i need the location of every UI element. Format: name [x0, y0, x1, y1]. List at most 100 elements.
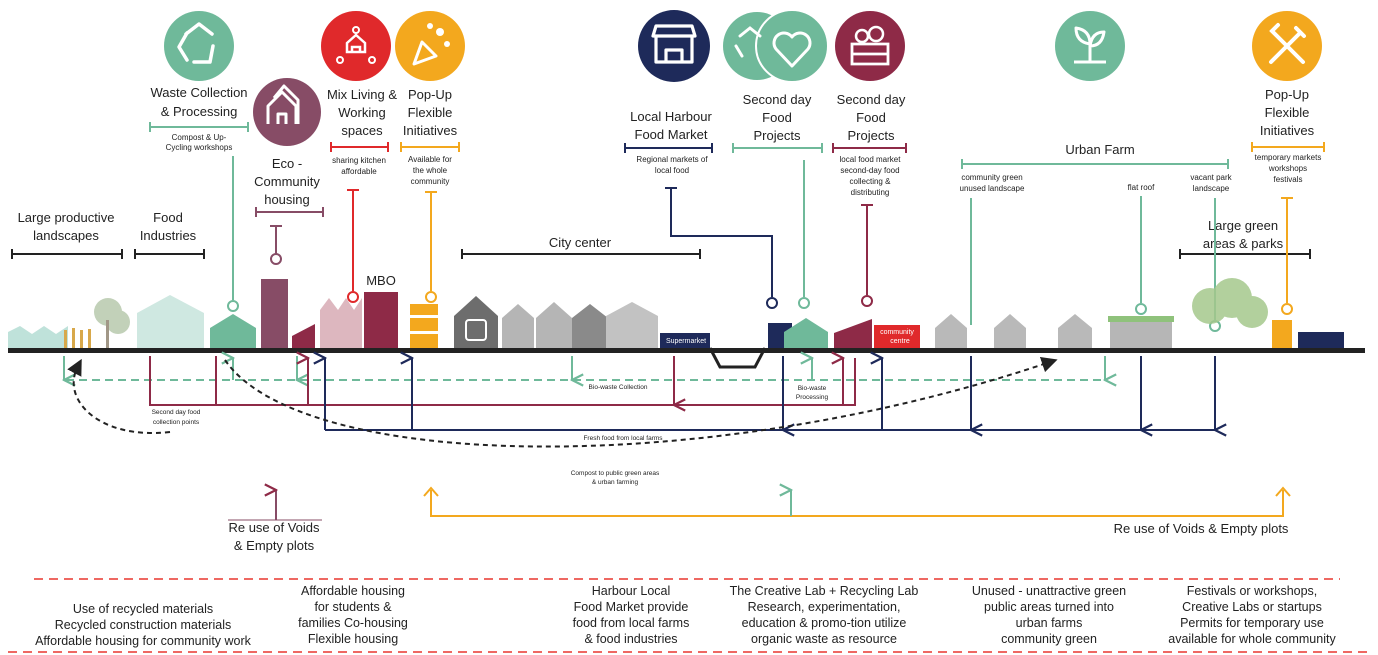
- svg-text:Affordable housing: Affordable housing: [301, 584, 405, 598]
- svg-text:for students &: for students &: [314, 600, 392, 614]
- svg-text:Regional markets of: Regional markets of: [636, 155, 708, 164]
- svg-text:food from local farms: food from local farms: [573, 616, 690, 630]
- svg-text:Creative Labs or startups: Creative Labs or startups: [1182, 600, 1322, 614]
- svg-text:Community: Community: [254, 174, 320, 189]
- house-network-icon: [321, 11, 391, 81]
- ground-line: [8, 348, 1365, 353]
- svg-text:public areas turned into: public areas turned into: [984, 600, 1114, 614]
- tools-icon: [1252, 11, 1322, 81]
- svg-text:Second day food: Second day food: [152, 409, 201, 416]
- community-centre-label: community: [880, 329, 914, 336]
- label-second-day-a: Second day Food Projects: [743, 92, 812, 143]
- flow-labels: Second day food collection points Bio-wa…: [152, 384, 829, 486]
- svg-text:Large green: Large green: [1208, 218, 1278, 233]
- svg-text:Eco -: Eco -: [272, 156, 302, 171]
- label-popup-right-sub: temporary markets workshops festivals: [1255, 153, 1322, 184]
- svg-text:collection points: collection points: [153, 419, 200, 426]
- svg-text:Festivals or workshops,: Festivals or workshops,: [1187, 584, 1318, 598]
- svg-text:unused landscape: unused landscape: [960, 184, 1025, 193]
- sprout-icon: [1055, 11, 1125, 81]
- label-food-industries: Food Industries: [140, 210, 197, 243]
- party-popper-icon: [395, 11, 465, 81]
- svg-text:education & promo-tion utilize: education & promo-tion utilize: [742, 616, 907, 630]
- svg-text:Flexible housing: Flexible housing: [308, 632, 398, 646]
- label-mix: Mix Living & Working spaces: [327, 87, 397, 138]
- svg-text:community: community: [411, 177, 450, 186]
- label-mix-sub: sharing kitchen affordable: [332, 156, 386, 176]
- label-uf-vacant: vacant park landscape: [1190, 173, 1232, 193]
- label-popup: Pop-Up Flexible Initiatives: [403, 87, 458, 138]
- leader-lines: [227, 156, 1293, 332]
- svg-text:Processing: Processing: [796, 394, 829, 401]
- svg-text:Projects: Projects: [848, 128, 895, 143]
- svg-text:Working: Working: [338, 105, 385, 120]
- svg-text:local food: local food: [655, 166, 689, 175]
- svg-text:& Processing: & Processing: [161, 104, 238, 119]
- house-icon: [253, 78, 321, 146]
- svg-text:landscapes: landscapes: [33, 228, 99, 243]
- svg-text:vacant park: vacant park: [1190, 173, 1232, 182]
- svg-text:Compost & Up-: Compost & Up-: [172, 133, 227, 142]
- svg-text:Pop-Up: Pop-Up: [408, 87, 452, 102]
- svg-text:distributing: distributing: [851, 188, 890, 197]
- svg-text:Flexible: Flexible: [1265, 105, 1310, 120]
- svg-text:Unused - unattractive green: Unused - unattractive green: [972, 584, 1126, 598]
- label-popup-sub: Available for the whole community: [408, 155, 452, 186]
- svg-text:festivals: festivals: [1274, 175, 1303, 184]
- svg-text:collecting &: collecting &: [850, 177, 892, 186]
- label-mbo: MBO: [366, 273, 396, 288]
- svg-text:Initiatives: Initiatives: [1260, 123, 1315, 138]
- svg-text:Mix Living &: Mix Living &: [327, 87, 397, 102]
- label-large-productive: Large productive landscapes: [18, 210, 115, 243]
- svg-text:Compost to public green areas: Compost to public green areas: [571, 470, 660, 477]
- svg-text:Second day: Second day: [743, 92, 812, 107]
- svg-text:Bio-waste: Bio-waste: [798, 385, 827, 392]
- svg-text:areas & parks: areas & parks: [1203, 236, 1284, 251]
- skyline: Supermarket community centre: [8, 278, 1344, 369]
- reuse-left-label: Re use of Voids & Empty plots: [228, 520, 320, 553]
- label-large-green: Large green areas & parks: [1203, 218, 1284, 251]
- svg-text:Harbour Local: Harbour Local: [592, 584, 671, 598]
- svg-text:Food: Food: [762, 110, 792, 125]
- svg-text:Second day: Second day: [837, 92, 906, 107]
- reuse-right-label: Re use of Voids & Empty plots: [1114, 521, 1289, 536]
- label-second-day-b-sub: local food market second-day food collec…: [840, 155, 902, 197]
- label-eco: Eco - Community housing: [254, 156, 320, 207]
- svg-text:available for whole community: available for whole community: [1168, 632, 1336, 646]
- recycle-heart-icon: [723, 9, 829, 83]
- vegetable-crate-icon: [835, 11, 905, 81]
- svg-text:Pop-Up: Pop-Up: [1265, 87, 1309, 102]
- svg-text:Recycled construction material: Recycled construction materials: [55, 618, 231, 632]
- svg-text:temporary markets: temporary markets: [1255, 153, 1322, 162]
- svg-text:The Creative Lab + Recycling L: The Creative Lab + Recycling Lab: [730, 584, 919, 598]
- svg-text:Affordable housing for communi: Affordable housing for community work: [35, 634, 252, 648]
- label-city-center: City center: [549, 235, 612, 250]
- svg-text:Cycling workshops: Cycling workshops: [166, 143, 233, 152]
- market-stall-icon: [638, 10, 710, 82]
- label-waste-sub: Compost & Up- Cycling workshops: [166, 133, 233, 152]
- label-harbour: Local Harbour Food Market: [630, 109, 712, 142]
- label-uf-flat: flat roof: [1128, 183, 1155, 192]
- svg-text:sharing kitchen: sharing kitchen: [332, 156, 386, 165]
- label-second-day-b: Second day Food Projects: [837, 92, 906, 143]
- svg-text:& Empty plots: & Empty plots: [234, 538, 315, 553]
- svg-text:the whole: the whole: [413, 166, 448, 175]
- svg-text:families Co-housing: families Co-housing: [298, 616, 408, 630]
- svg-text:Food Market: Food Market: [635, 127, 708, 142]
- label-popup-right: Pop-Up Flexible Initiatives: [1260, 87, 1315, 138]
- svg-text:spaces: spaces: [341, 123, 383, 138]
- svg-text:workshops: workshops: [1268, 164, 1307, 173]
- svg-text:& urban farming: & urban farming: [592, 479, 639, 486]
- label-urban-farm: Urban Farm: [1065, 142, 1134, 157]
- svg-text:Food: Food: [153, 210, 183, 225]
- bottom-notes: Use of recycled materials Recycled const…: [35, 584, 1336, 648]
- recycle-icon: [164, 11, 234, 81]
- svg-text:Available for: Available for: [408, 155, 452, 164]
- svg-text:Flexible: Flexible: [408, 105, 453, 120]
- svg-text:Use of recycled materials: Use of recycled materials: [73, 602, 213, 616]
- svg-text:second-day food: second-day food: [840, 166, 899, 175]
- svg-text:Bio-waste Collection: Bio-waste Collection: [589, 384, 648, 391]
- svg-text:Waste Collection: Waste Collection: [150, 85, 247, 100]
- svg-text:Local Harbour: Local Harbour: [630, 109, 712, 124]
